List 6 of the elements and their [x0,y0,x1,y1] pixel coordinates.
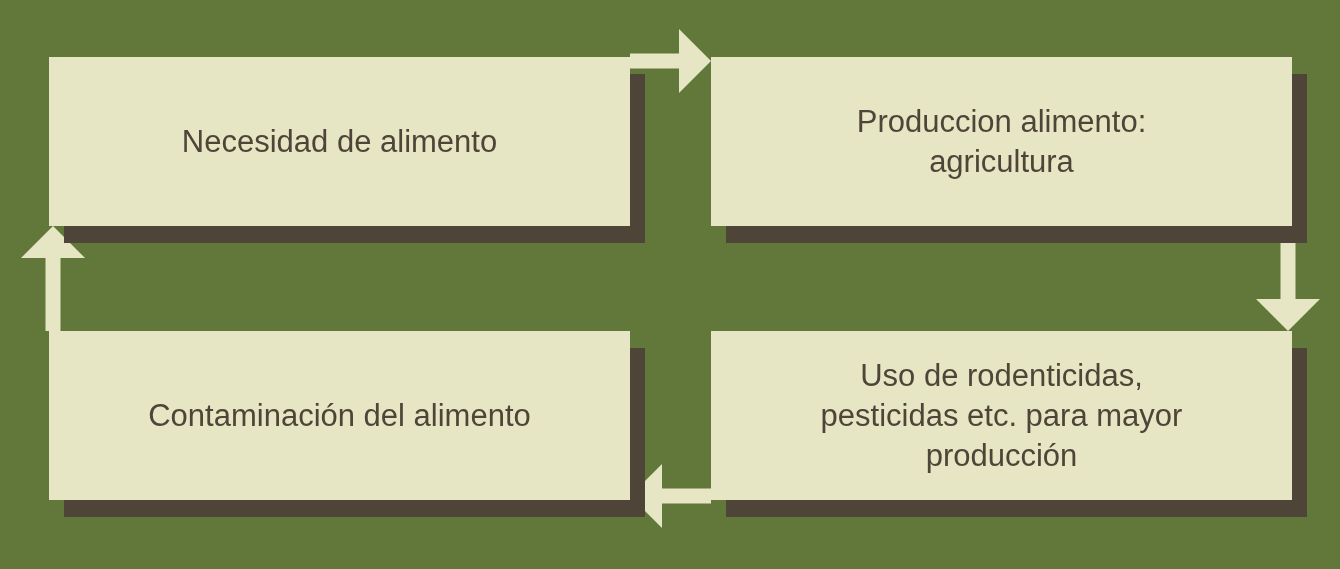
block-arrow [21,226,85,331]
box-label: Necesidad de alimento [181,122,498,161]
block-arrow [630,29,711,93]
box-label: Contaminación del alimento [148,396,531,435]
box-label: Produccion alimento: agricultura [855,102,1148,181]
box-label: Uso de rodenticidas, pesticidas etc. para mayor producción [819,356,1184,475]
